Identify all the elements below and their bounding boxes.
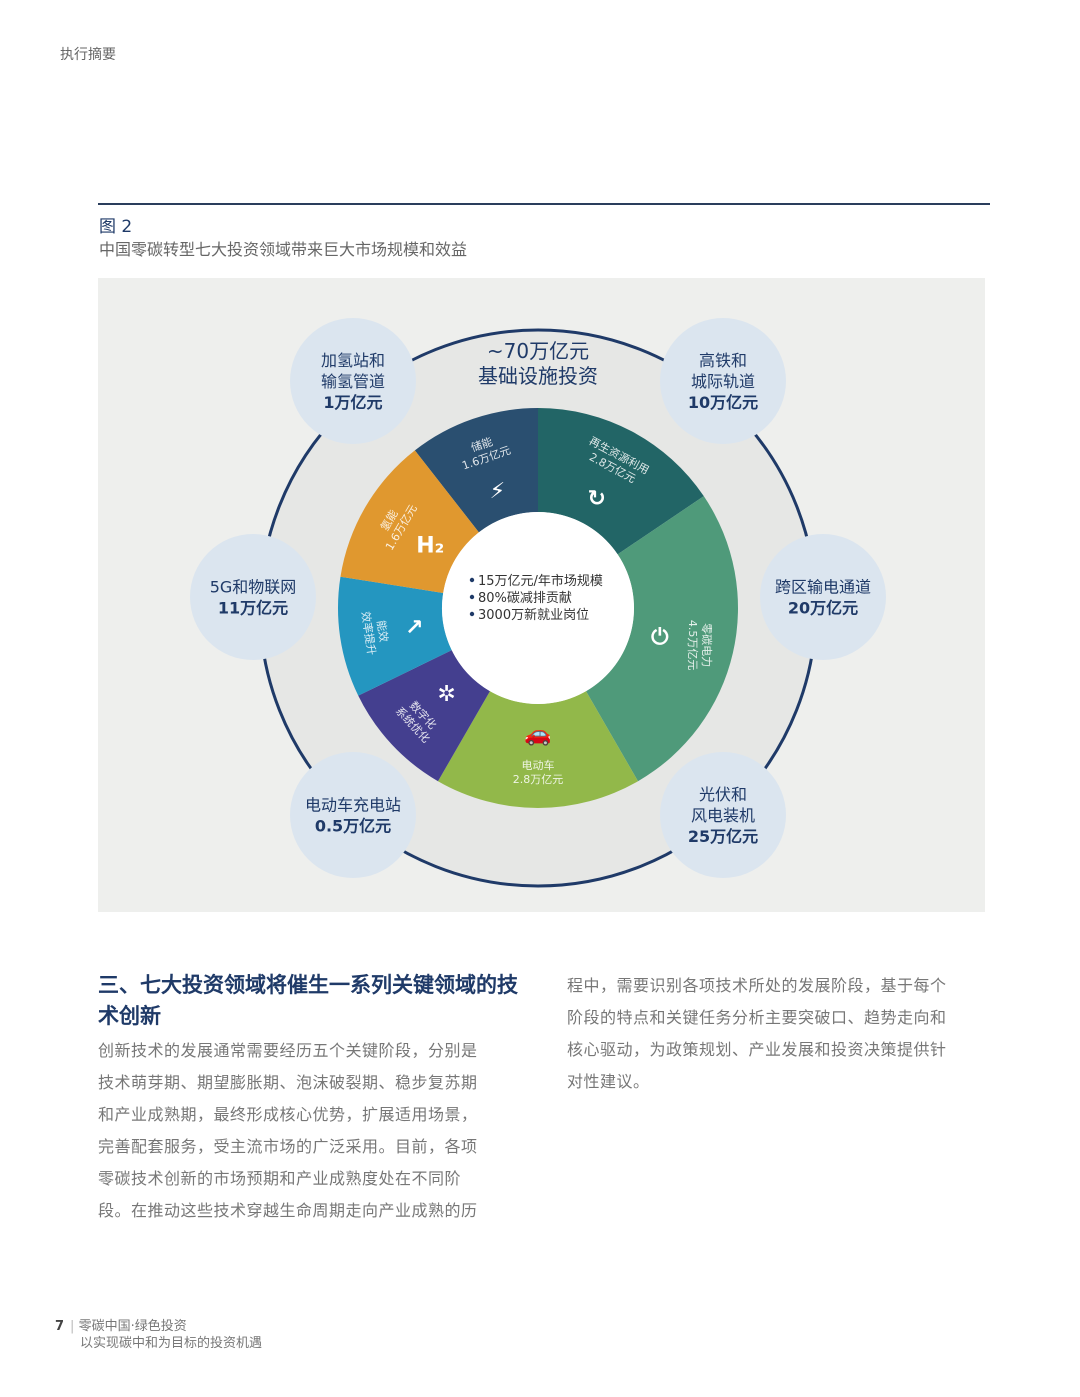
investment-bubble bbox=[760, 534, 886, 660]
donut-segment bbox=[358, 650, 490, 782]
center-stat: 15万亿元/年市场规模 bbox=[478, 573, 603, 589]
bubble-label: 加氢站和 bbox=[321, 351, 385, 370]
bubble-label: 光伏和 bbox=[699, 785, 747, 804]
investment-bubble bbox=[660, 318, 786, 444]
footer-subtitle: 以实现碳中和为目标的投资机遇 bbox=[80, 1336, 263, 1351]
segment-label: 能效 bbox=[374, 619, 391, 643]
chart-up-icon: ↗ bbox=[405, 615, 423, 640]
bullet-dot bbox=[469, 594, 475, 600]
battery-icon: ⚡ bbox=[490, 479, 505, 504]
investment-bubble bbox=[660, 752, 786, 878]
paragraph-line: 技术萌芽期、期望膨胀期、泡沫破裂期、稳步复苏期 bbox=[98, 1073, 478, 1092]
center-stat: 80%碳减排贡献 bbox=[478, 591, 572, 606]
segment-value: 4.5万亿元 bbox=[686, 620, 699, 671]
segment-label: 零碳电力 bbox=[700, 623, 714, 667]
center-stat: 3000万新就业岗位 bbox=[478, 607, 589, 623]
footer: 7| 零碳中国·绿色投资 以实现碳中和为目标的投资机遇 bbox=[55, 1319, 263, 1351]
bubble-value: 20万亿元 bbox=[788, 599, 858, 618]
bullet-dot bbox=[469, 577, 475, 583]
footer-title: 零碳中国·绿色投资 bbox=[78, 1319, 187, 1334]
segment-value: 效率提升 bbox=[359, 610, 379, 656]
recycle-icon: ↻ bbox=[587, 487, 605, 512]
investment-bubble bbox=[290, 752, 416, 878]
bubble-label: 风电装机 bbox=[691, 806, 755, 825]
power-icon: ⏻ bbox=[651, 625, 669, 650]
divider bbox=[98, 203, 990, 205]
section-heading: 三、七大投资领域将催生一系列关键领域的技术创新 bbox=[98, 973, 518, 1028]
center-circle bbox=[442, 512, 634, 704]
figure-title: 中国零碳转型七大投资领域带来巨大市场规模和效益 bbox=[99, 240, 468, 259]
ring-subtitle: 基础设施投资 bbox=[478, 364, 598, 388]
segment-label: 储能 bbox=[469, 434, 494, 454]
bubble-value: 11万亿元 bbox=[218, 599, 288, 618]
donut-segment bbox=[340, 450, 479, 593]
paragraph-right: 程中，需要识别各项技术所处的发展阶段，基于每个阶段的特点和关键任务分析主要突破口… bbox=[567, 970, 947, 1098]
paragraph-line: 程中，需要识别各项技术所处的发展阶段，基于每个 bbox=[567, 976, 947, 995]
bubble-label: 跨区输电通道 bbox=[775, 578, 871, 597]
bubble-label: 输氢管道 bbox=[321, 372, 385, 391]
donut-segment bbox=[438, 691, 638, 808]
bubble-label: 高铁和 bbox=[699, 351, 747, 370]
paragraph-line: 创新技术的发展通常需要经历五个关键阶段，分别是 bbox=[98, 1041, 478, 1060]
paragraph-line: 对性建议。 bbox=[567, 1072, 650, 1091]
segment-value: 2.8万亿元 bbox=[513, 773, 564, 786]
car-icon: 🚗 bbox=[524, 722, 551, 747]
network-icon: ✲ bbox=[437, 682, 455, 707]
segment-label: 电动车 bbox=[522, 758, 555, 772]
donut-segment bbox=[586, 496, 738, 782]
paragraph-line: 段。在推动这些技术穿越生命周期走向产业成熟的历 bbox=[98, 1201, 478, 1220]
figure-number: 图 2 bbox=[99, 217, 133, 237]
donut-segment bbox=[414, 408, 538, 533]
donut-segment bbox=[338, 576, 452, 696]
page-number: 7 bbox=[55, 1319, 65, 1334]
ring-title: ~70万亿元 bbox=[487, 339, 589, 363]
paragraph-line: 核心驱动，为政策规划、产业发展和投资决策提供针 bbox=[567, 1040, 947, 1059]
h2-icon: H₂ bbox=[416, 534, 444, 559]
paragraph-left: 创新技术的发展通常需要经历五个关键阶段，分别是技术萌芽期、期望膨胀期、泡沫破裂期… bbox=[98, 1035, 478, 1227]
paragraph-line: 阶段的特点和关键任务分析主要突破口、趋势走向和 bbox=[567, 1008, 947, 1027]
donut-segment bbox=[538, 408, 704, 555]
bubble-label: 5G和物联网 bbox=[210, 578, 297, 597]
bubble-value: 25万亿元 bbox=[688, 827, 758, 846]
paragraph-line: 零碳技术创新的市场预期和产业成熟度处在不同阶 bbox=[98, 1169, 462, 1188]
paragraph-line: 完善配套服务，受主流市场的广泛采用。目前，各项 bbox=[98, 1137, 478, 1156]
bubble-value: 1万亿元 bbox=[323, 393, 382, 412]
running-header: 执行摘要 bbox=[60, 47, 116, 63]
investment-bubble bbox=[190, 534, 316, 660]
bubble-label: 电动车充电站 bbox=[305, 796, 401, 815]
bubble-value: 0.5万亿元 bbox=[315, 817, 391, 836]
paragraph-line: 和产业成熟期，最终形成核心优势，扩展适用场景， bbox=[98, 1105, 478, 1124]
bullet-dot bbox=[469, 611, 475, 617]
investment-bubble bbox=[290, 318, 416, 444]
bubble-label: 城际轨道 bbox=[691, 372, 755, 391]
bubble-value: 10万亿元 bbox=[688, 393, 758, 412]
